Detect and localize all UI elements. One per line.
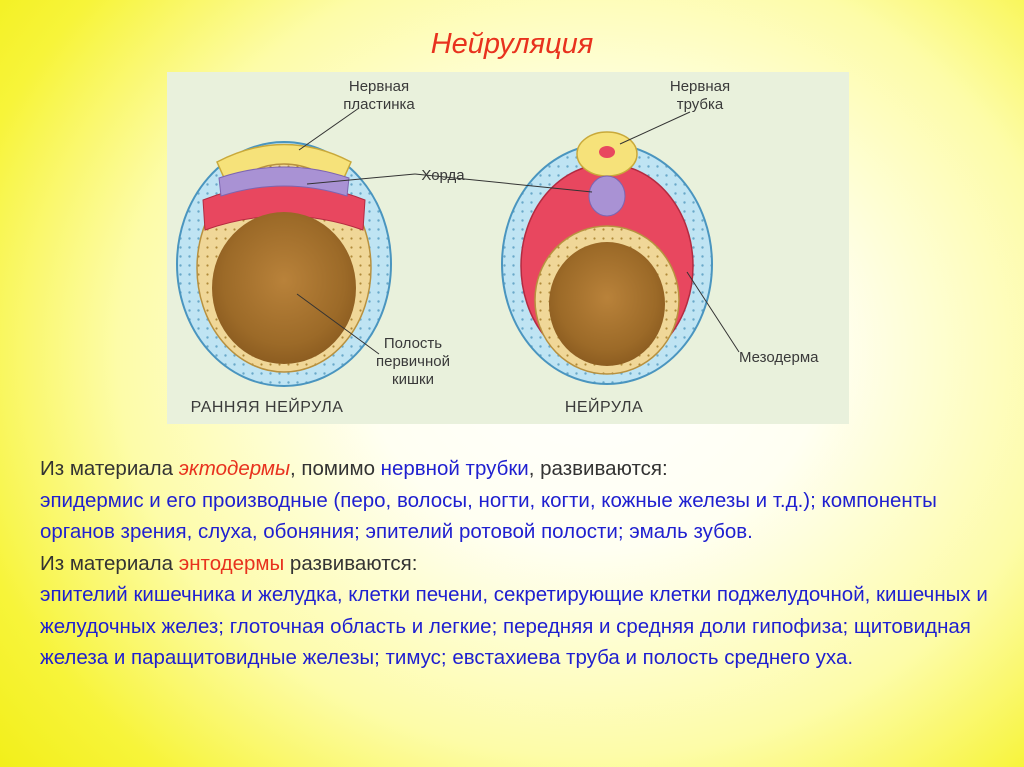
label-neural-plate-2: пластинка [343, 96, 415, 113]
label-neural-tube-2: трубка [677, 96, 724, 113]
ectoderm-intro-suffix: , развиваются: [528, 457, 668, 480]
neural-tube-term: нервной трубки [380, 457, 529, 480]
label-neurula: НЕЙРУЛА [565, 397, 643, 416]
label-neural-plate-1: Нервная [349, 78, 409, 95]
label-gut-1: Полость [384, 335, 442, 352]
body-text: Из материала эктодермы, помимо нервной т… [40, 453, 990, 674]
ectoderm-term: эктодермы [178, 457, 291, 480]
neurulation-svg: Нервная пластинка Нервная трубка Хорда М… [176, 78, 820, 416]
label-chorda: Хорда [421, 167, 465, 184]
ectoderm-intro-middle: , помимо [290, 457, 381, 480]
neurulation-diagram: Нервная пластинка Нервная трубка Хорда М… [167, 72, 849, 424]
diagram-labels: Нервная пластинка Нервная трубка Хорда М… [191, 78, 820, 416]
label-early-neurula: РАННЯЯ НЕЙРУЛА [191, 397, 344, 416]
paragraph-endoderm-derivatives: эпителий кишечника и желудка, клетки печ… [40, 583, 988, 669]
endoderm-term: энтодермы [178, 551, 285, 575]
label-mesoderm: Мезодерма [739, 349, 819, 366]
label-neural-tube-1: Нервная [670, 78, 730, 95]
endoderm-intro-prefix: Из материала [40, 551, 179, 575]
leader-lines [296, 107, 740, 355]
endoderm-intro-suffix: развиваются: [284, 551, 418, 575]
neurula-embryo [501, 131, 713, 385]
ectoderm-intro-prefix: Из материала [40, 457, 179, 480]
paragraph-endoderm-intro: Из материала энтодермы развиваются: [40, 548, 990, 580]
paragraph-ectoderm-derivatives: эпидермис и его производные (перо, волос… [40, 488, 937, 544]
early-neurula-embryo [176, 141, 392, 387]
label-gut-2: первичной [376, 353, 450, 370]
label-gut-3: кишки [392, 371, 434, 388]
paragraph-ectoderm-intro: Из материала эктодермы, помимо нервной т… [40, 453, 990, 485]
slide-title: Нейруляция [430, 28, 594, 60]
